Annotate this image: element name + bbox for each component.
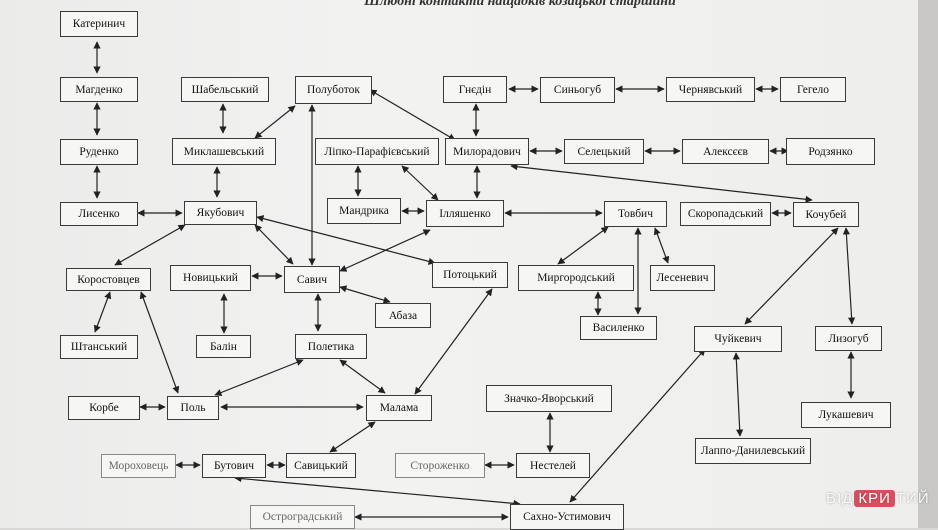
node-magdenko: Магденко	[60, 77, 138, 102]
link	[842, 227, 856, 325]
node-balin: Балін	[196, 335, 251, 358]
node-shabelskyi: Шабельський	[181, 77, 269, 102]
link	[254, 105, 296, 139]
node-myrhorodskyi: Миргородський	[518, 265, 634, 291]
node-skoropadskyi: Скоропадський	[680, 202, 771, 226]
link	[234, 475, 521, 507]
connection-lines	[93, 41, 856, 521]
link	[414, 288, 493, 395]
link	[214, 359, 304, 396]
node-tovbych: Товбич	[604, 201, 667, 227]
node-shtanskyi: Штанський	[60, 335, 138, 359]
watermark-logo: ВІД КРИ ТИЙ	[826, 490, 930, 507]
node-polubotok: Полуботок	[295, 76, 372, 104]
node-lappo: Лаппо-Данилевський	[695, 438, 811, 464]
node-korostovtsev: Коростовцев	[66, 268, 151, 291]
node-myloradovych: Милорадович	[445, 138, 529, 165]
node-illiashenko: Ілляшенко	[426, 200, 504, 227]
link	[114, 224, 186, 266]
node-lipko: Ліпко-Парафієвський	[315, 138, 439, 165]
node-hnedin: Гнєдін	[443, 76, 507, 103]
node-myklashevskyi: Миклашевський	[172, 138, 276, 165]
node-savytskyi: Савицький	[286, 453, 356, 478]
node-chuikevych: Чуйкевич	[694, 326, 782, 352]
node-lysenko: Лисенко	[60, 202, 138, 226]
link	[329, 421, 376, 453]
link	[369, 89, 456, 141]
node-yakubovych: Якубович	[184, 201, 257, 225]
node-nestelei: Нестелей	[516, 453, 590, 478]
node-butovych: Бутович	[202, 454, 266, 478]
link	[339, 229, 431, 272]
node-pototskyi: Потоцький	[432, 262, 508, 288]
link	[139, 291, 180, 394]
watermark-mark: КРИ	[854, 490, 895, 507]
node-katerynych: Катеринич	[60, 11, 138, 37]
node-malama: Малама	[366, 395, 432, 421]
node-kochubei: Кочубей	[793, 202, 859, 227]
node-seletskyi: Селецький	[564, 139, 644, 164]
node-novytskyi: Новицький	[170, 265, 251, 291]
node-abaza: Абаза	[375, 303, 431, 328]
node-ostrohradskyi: Остроградський	[250, 505, 355, 529]
node-lyzohub: Лизогуб	[815, 326, 882, 351]
node-rudenko: Руденко	[60, 139, 138, 165]
link	[254, 224, 294, 265]
node-rodzianko: Родзянко	[786, 138, 875, 165]
node-cherniavskyi: Чернявський	[666, 77, 755, 102]
link	[653, 227, 670, 264]
node-sakhno: Сахно-Устимович	[510, 504, 624, 530]
node-vasylenko: Василенко	[580, 316, 657, 340]
node-poletyka: Полетика	[295, 334, 367, 359]
node-lukashevych: Лукашевич	[801, 402, 891, 428]
node-synohub: Синьогуб	[540, 77, 615, 103]
node-alekseiev: Алексєєв	[682, 139, 769, 164]
node-storozhenko: Стороженко	[395, 453, 485, 478]
node-hehelo: Гегело	[780, 77, 846, 102]
link	[93, 291, 112, 333]
link	[557, 226, 609, 265]
node-pol: Поль	[167, 396, 219, 420]
node-lesenevych: Лесеневич	[650, 265, 715, 291]
link	[339, 285, 391, 304]
node-korbe: Корбе	[68, 396, 140, 420]
link	[401, 165, 439, 201]
node-morokhovets: Мороховець	[101, 454, 176, 478]
link	[510, 163, 813, 203]
node-znachko: Значко-Яворський	[486, 385, 612, 412]
watermark-post: ТИЙ	[895, 490, 930, 507]
link	[744, 227, 839, 325]
node-mandryka: Мандрика	[327, 198, 401, 224]
watermark-pre: ВІД	[826, 490, 854, 507]
node-savych: Савич	[284, 266, 340, 293]
link	[339, 359, 386, 394]
link	[732, 352, 744, 437]
diagram-title: Шлюбні контакти нащадків козацької старш…	[364, 0, 676, 9]
page-edge	[918, 0, 938, 528]
link	[569, 348, 706, 503]
